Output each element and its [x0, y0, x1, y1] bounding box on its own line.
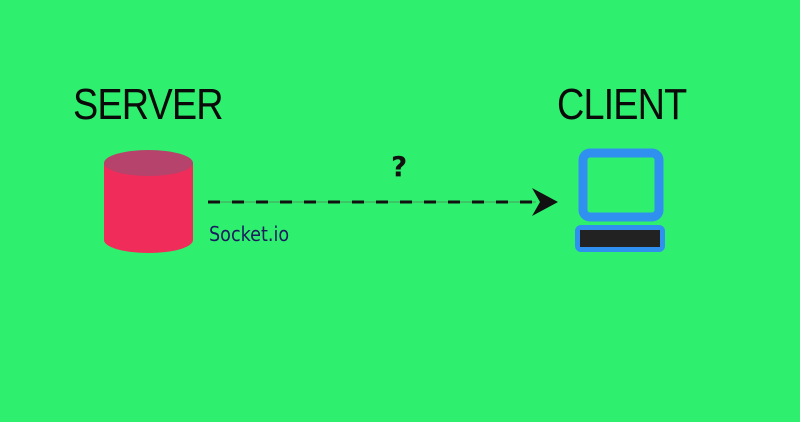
server-title: SERVER [73, 80, 224, 129]
database-body [104, 163, 193, 253]
connection-arrow [208, 188, 558, 216]
database-top [104, 150, 193, 176]
computer-icon [575, 148, 665, 252]
question-mark: ? [391, 150, 408, 183]
arrowhead-icon [532, 188, 558, 216]
client-title: CLIENT [557, 80, 687, 129]
monitor-frame [578, 148, 664, 222]
database-icon [104, 150, 193, 253]
keyboard [580, 230, 660, 247]
socket-io-label: Socket.io [209, 222, 290, 246]
